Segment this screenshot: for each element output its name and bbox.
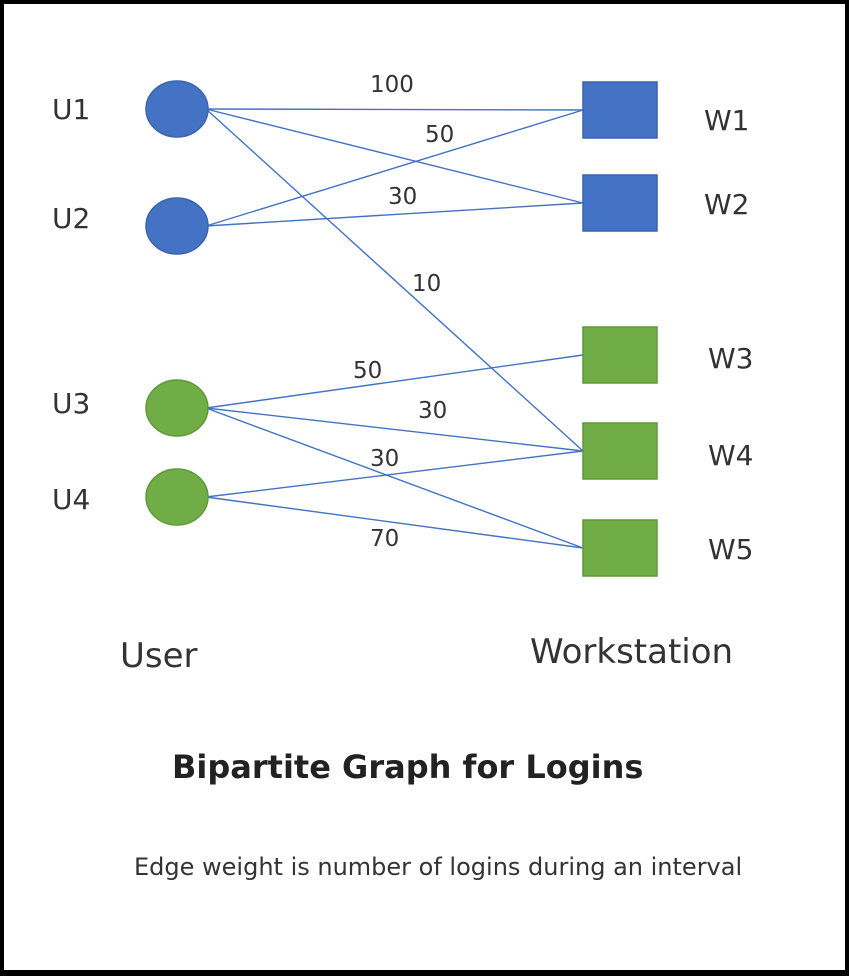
workstation-node-w3	[582, 326, 658, 384]
workstation-label-w5: W5	[708, 533, 754, 566]
edge-weight-u4-w4: 30	[370, 446, 399, 472]
user-group-label: User	[120, 636, 198, 676]
edge-u4-w5	[205, 496, 584, 549]
edge-u3-w5	[205, 407, 584, 549]
workstation-node-w4	[582, 422, 658, 480]
workstation-group-label: Workstation	[530, 632, 733, 672]
user-label-u1: U1	[52, 93, 90, 126]
workstation-node-w1	[582, 81, 658, 139]
diagram-title: Bipartite Graph for Logins	[172, 748, 644, 786]
edge-weight-u2-w2: 30	[388, 184, 417, 210]
edge-u3-w4	[205, 407, 584, 452]
edge-u3-w3	[205, 354, 584, 409]
workstation-label-w1: W1	[704, 104, 750, 137]
user-label-u4: U4	[52, 483, 90, 516]
edge-u2-w2	[205, 202, 584, 227]
workstation-label-w3: W3	[708, 342, 754, 375]
workstation-label-w4: W4	[708, 439, 754, 472]
edge-weight-u1-w4: 10	[412, 271, 441, 297]
edge-u2-w1	[205, 109, 584, 227]
figure-frame	[4, 4, 845, 970]
edge-weight-u4-w5: 70	[370, 526, 399, 552]
workstation-node-w2	[582, 174, 658, 232]
edge-u1-w4	[205, 108, 584, 452]
edge-weight-u1-w1: 100	[370, 72, 414, 98]
diagram-caption: Edge weight is number of logins during a…	[134, 853, 743, 881]
edge-weight-u2-w1: 50	[425, 122, 454, 148]
workstation-node-w5	[582, 519, 658, 577]
nodes	[145, 80, 658, 577]
edge-weight-u3-w3: 50	[353, 358, 382, 384]
user-label-u3: U3	[52, 387, 90, 420]
user-node-u2	[145, 197, 209, 255]
user-node-u4	[145, 468, 209, 526]
edge-u4-w4	[205, 450, 584, 498]
edge-u1-w2	[205, 108, 584, 204]
user-node-u3	[145, 379, 209, 437]
user-label-u2: U2	[52, 202, 90, 235]
edge-u1-w1	[205, 108, 584, 111]
user-node-u1	[145, 80, 209, 138]
edge-weight-u3-w4: 30	[418, 398, 447, 424]
edges: 100 50 30 10 50 30 30 70	[205, 72, 584, 552]
workstation-label-w2: W2	[704, 188, 750, 221]
